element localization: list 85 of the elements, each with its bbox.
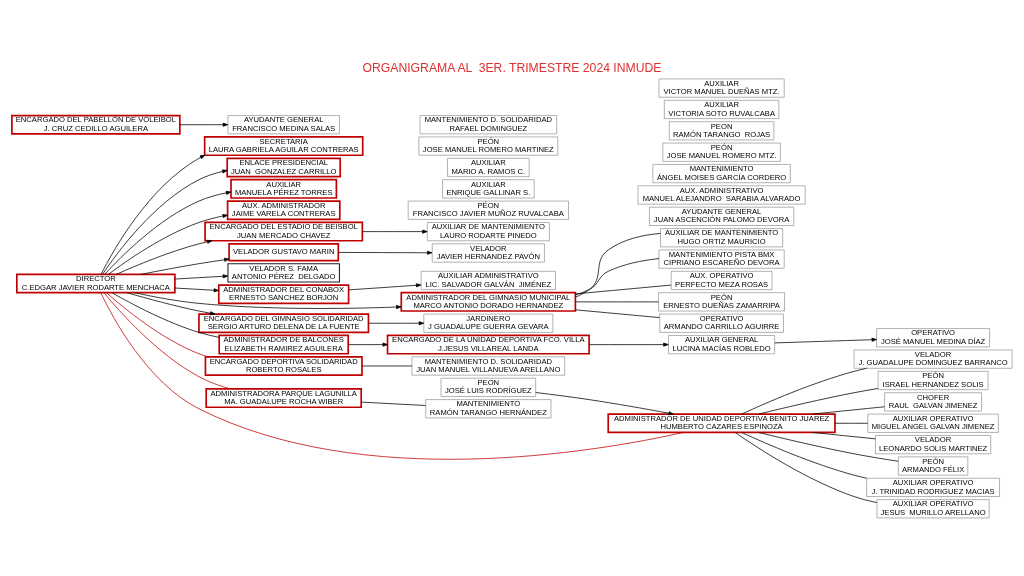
arrow	[116, 239, 213, 275]
node-box: AYUDANTE GENERAL JUAN ASCENCIÓN PALOMO DEVORA	[649, 206, 795, 226]
node-box: MANTENIMIENTO D. SOLIDARIDAD JUAN MANUEL VILLANUEVA ARELLANO	[411, 355, 566, 376]
arrow	[174, 287, 220, 292]
connector	[575, 257, 660, 295]
connector	[575, 284, 672, 294]
arrow	[104, 190, 232, 275]
arrow	[774, 337, 877, 343]
node-box: VELADOR LEONARDO SOLIS MARTINEZ	[875, 434, 992, 454]
arrow	[337, 250, 433, 255]
node-box: PÉON FRANCISCO JAVIER MUÑOZ RUVALCABA	[407, 200, 569, 220]
arrow	[108, 213, 228, 275]
connector	[575, 308, 660, 318]
node-box: ADMINISTRADOR DE BALCONES ELIZABETH RAMIREZ AGUILERA	[218, 334, 350, 355]
node-box: AUXILIAR DE MANTENIMIENTO HUGO ORTIZ MAURICIO	[660, 227, 784, 247]
node-box: AUXILIAR OPERATIVO J. TRINIDAD RODRIGUEZ MACIAS	[866, 477, 1000, 497]
node-box: PEÓN ERNESTO DUEÑAS ZAMARRIPA	[658, 291, 785, 311]
node-box: OPERATIVO JOSÉ MANUEL MEDINA DÍAZ	[876, 327, 990, 347]
node-box: SECRETARIA LAURA GABRIELA AGUILAR CONTRERAS	[203, 135, 364, 156]
node-box: PEÓN JOSE MANUEL ROMERO MARTINEZ	[418, 136, 559, 156]
arrow	[589, 342, 669, 347]
node-box: VELADOR S. FAMA ANTONIO PÉREZ DELGADO	[227, 262, 340, 283]
node-box: AUXILIAR MANUELA PÉREZ TORRES	[230, 178, 338, 199]
arrow	[535, 391, 674, 415]
connector	[360, 401, 426, 406]
node-box: MANTENIMIENTO PISTA BMX CIPRIANO ESCAREÑO DEVORA	[658, 249, 785, 269]
connector	[575, 232, 661, 298]
node-box: CHOFER RAUL GALVAN JIMENEZ	[884, 391, 982, 411]
connector	[106, 292, 208, 357]
node-box: PEÓN ARMANDO FÉLIX	[897, 456, 969, 476]
arrow	[179, 122, 229, 127]
arrow	[126, 291, 216, 315]
node-box: AUXILIAR ENRIQUE GALLINAR S.	[442, 178, 535, 198]
connector	[812, 405, 885, 414]
connector	[758, 431, 899, 462]
connector	[741, 367, 867, 414]
node-box: ADMINISTRADORA PARQUE LAGUNILLA MA. GUADALUPE ROCHA WIBER	[205, 387, 363, 408]
arrow	[362, 229, 428, 234]
arrow	[134, 291, 402, 309]
node-box: PEÓN ISRAEL HERNANDEZ SOLIS	[877, 370, 989, 390]
node-box: JARDINERO J GUADALUPE GUERRA GEVARA	[423, 313, 554, 333]
node-box: PEON JOSÉ LUIS RODRÍGUEZ	[440, 377, 537, 397]
node-box: VELADOR JAVIER HERNANDEZ PAVÓN	[431, 242, 545, 263]
node-box: AUXILIAR MARIO A. RAMOS C.	[447, 157, 530, 177]
node-box: ENCARGADO DE LA UNIDAD DEPORTIVA FCO. VILLA J.JESUS VILLAREAL LANDA	[386, 334, 590, 355]
arrow	[102, 168, 228, 274]
node-box: OPERATIVO ARMANDO CARRILLO AGUIRRE	[659, 313, 784, 333]
arrow	[348, 282, 422, 290]
node-box: AUXILIAR DE MANTENIMIENTO LAURO RODARTE PINEDO	[426, 221, 550, 241]
node-box: AUX. OPERATIVO PERFECTO MEZA ROSAS	[670, 270, 773, 290]
arrow	[140, 257, 230, 275]
connector	[735, 431, 878, 503]
arrow	[100, 154, 206, 275]
node-box: PEON RAMÓN TARANGO ROJAS	[668, 120, 775, 140]
connector	[812, 431, 876, 439]
node-box: ADMINISTRADOR DEL GIMNASIO MUNICIPAL MARCO ANTONIO DORADO HERNANDEZ	[400, 291, 577, 312]
node-box: MANTENIMIENTO RAMÓN TARANGO HERNÁNDEZ	[425, 398, 552, 418]
connector	[100, 292, 684, 459]
node-box: AUXILIAR GENERAL LUCINA MACÍAS ROBLEDO	[668, 334, 776, 354]
node-box: AUXILIAR OPERATIVO JESUS MURILLO ARELLANO	[876, 498, 990, 518]
arrow	[174, 273, 229, 279]
node-box: VELADOR GUSTAVO MARIN	[228, 242, 340, 261]
node-box: AUXILIAR ADMINISTRATIVO LIC. SALVADOR GALVÁN JIMÉNEZ	[420, 270, 556, 290]
node-box: ENCARGADO DEL PABELLÓN DE VOLEIBOL J. CRUZ CEDILLO AGUILERA	[11, 114, 181, 135]
node-box: ADMINISTRADOR DEL CONABOX ERNESTO SANCHEZ BORJON	[217, 283, 350, 304]
node-box: PEÓN JOSE MANUEL ROMERO MTZ.	[662, 142, 781, 162]
node-box: MANTENIMIENTO ÁNGEL MOISES GARCÍA CORDERO	[652, 163, 791, 183]
node-box: AUXILIAR VICTORIA SOTO RUVALCABA	[663, 99, 780, 119]
arrow	[348, 342, 388, 347]
connector	[741, 431, 867, 479]
node-box: ENLACE PRESIDENCIAL JUAN GONZALEZ CARRILLO	[226, 157, 342, 177]
node-box: MANTENIMIENTO D. SOLIDARIDAD RAFAEL DOMINGUEZ	[419, 114, 558, 134]
node-box: AYUDANTE GENERAL FRANCISCO MEDINA SALAS	[227, 114, 340, 134]
node-box: AUXILIAR OPERATIVO MIGUEL ANGEL GALVAN JIMENEZ	[867, 413, 999, 433]
connector	[111, 292, 220, 338]
node-box: ENCARGADO DEPORTIVA SOLIDARIDAD ROBERTO ROSALES	[204, 355, 363, 376]
connector	[834, 422, 869, 424]
node-box: DIRECTOR C.EDGAR JAVIER RODARTE MENCHACA	[16, 273, 176, 294]
node-box: VELADOR J. GUADALUPE DOMINGUEZ BARRANCO	[853, 349, 1013, 369]
node-box: AUX. ADMINISTRADOR JAIME VARELA CONTRERAS	[226, 199, 341, 220]
connector	[758, 387, 879, 414]
diagram-title: ORGANIGRAMA AL 3ER. TRIMESTRE 2024 INMUDE	[362, 60, 662, 75]
node-box: AUX. ADMINISTRATIVO MANUEL ALEJANDRO SARABIA ALVARADO	[637, 184, 806, 204]
arrow	[368, 320, 425, 325]
node-box: AUXILIAR VICTOR MANUEL DUEÑAS MTZ.	[658, 78, 785, 98]
